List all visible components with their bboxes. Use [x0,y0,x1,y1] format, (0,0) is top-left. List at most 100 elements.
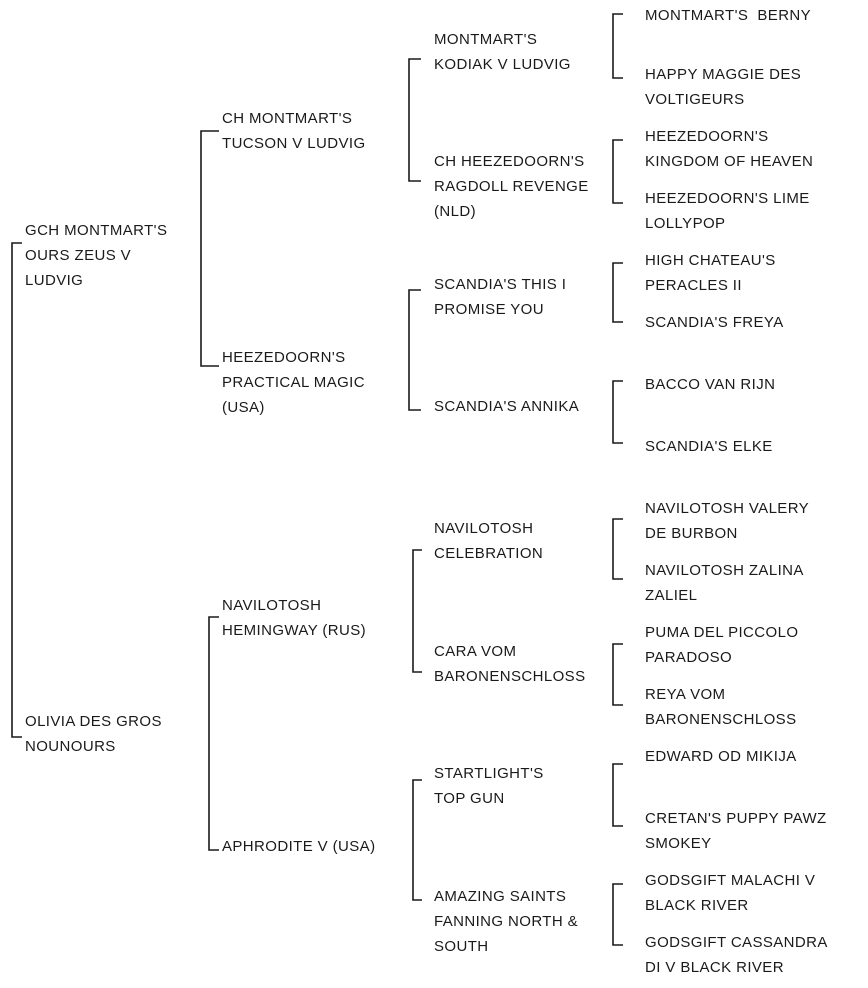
name-line: PROMISE YOU [434,301,544,318]
bracket-gen3-ss [408,58,421,182]
gen4-dsss-name: NAVILOTOSH VALERY DE BURBON [645,496,809,546]
name-line: BLACK RIVER [645,897,749,914]
gen4-sdss-name: HIGH CHATEAU'S PERACLES II [645,248,776,298]
name-line: ZALIEL [645,587,698,604]
name-line: SCANDIA'S THIS I [434,276,567,293]
gen4-sdsd-name: SCANDIA'S FREYA [645,310,784,335]
gen1-dam-name: OLIVIA DES GROS NOUNOURS [25,709,162,759]
name-line: FANNING NORTH & [434,913,579,930]
gen4-ssdd-name: HEEZEDOORN'S LIME LOLLYPOP [645,186,810,236]
name-line: BARONENSCHLOSS [434,668,586,685]
bracket-gen4-dds [612,763,623,827]
name-line: NAVILOTOSH VALERY [645,500,810,517]
name-line: CELEBRATION [434,545,544,562]
name-line: GCH MONTMART'S [25,222,168,239]
name-line: MONTMART'S [434,31,538,48]
name-line: RAGDOLL REVENGE [434,178,589,195]
name-line: CH MONTMART'S [222,110,353,127]
name-line: (USA) [222,399,265,416]
name-line: HEMINGWAY (RUS) [222,622,367,639]
name-line: NAVILOTOSH ZALINA [645,562,804,579]
gen4-ddsd-name: CRETAN'S PUPPY PAWZ SMOKEY [645,806,827,856]
name-line: SCANDIA'S ANNIKA [434,398,580,415]
name-line: CH HEEZEDOORN'S [434,153,585,170]
name-line: LOLLYPOP [645,215,726,232]
name-line: STARTLIGHT'S [434,765,544,782]
name-line: NAVILOTOSH [434,520,534,537]
name-line: HEEZEDOORN'S LIME [645,190,810,207]
bracket-gen2-dam [208,616,219,851]
gen3-sds-name: SCANDIA'S THIS I PROMISE YOU [434,272,566,322]
name-line: BACCO VAN RIJN [645,376,776,393]
bracket-gen3-dd [412,779,422,901]
name-line: GODSGIFT MALACHI V [645,872,816,889]
gen4-ssds-name: HEEZEDOORN'S KINGDOM OF HEAVEN [645,124,813,174]
name-line: DE BURBON [645,525,738,542]
gen2-ss-name: CH MONTMART'S TUCSON V LUDVIG [222,106,366,156]
name-line: OLIVIA DES GROS [25,713,162,730]
bracket-gen4-ssd [612,139,623,204]
gen2-sd-name: HEEZEDOORN'S PRACTICAL MAGIC (USA) [222,345,365,420]
bracket-gen1 [11,242,22,738]
gen4-sssd-name: HAPPY MAGGIE DES VOLTIGEURS [645,62,801,112]
name-line: LUDVIG [25,272,84,289]
name-line: HAPPY MAGGIE DES [645,66,802,83]
gen4-dddd-name: GODSGIFT CASSANDRA DI V BLACK RIVER [645,930,828,980]
bracket-gen4-sdd [612,380,623,444]
bracket-gen3-ds [412,549,422,673]
gen3-ssd-name: CH HEEZEDOORN'S RAGDOLL REVENGE (NLD) [434,149,589,224]
name-line: HEEZEDOORN'S [645,128,769,145]
gen3-dss-name: NAVILOTOSH CELEBRATION [434,516,543,566]
bracket-gen4-sds [612,262,623,323]
name-line: NOUNOURS [25,738,116,755]
name-line: SCANDIA'S FREYA [645,314,784,331]
bracket-gen2-sire [200,130,219,367]
name-line: SCANDIA'S ELKE [645,438,773,455]
bracket-gen4-dsd [612,643,623,706]
name-line: HIGH CHATEAU'S [645,252,776,269]
name-line: VOLTIGEURS [645,91,745,108]
name-line: PERACLES II [645,277,742,294]
gen4-ddss-name: EDWARD OD MIKIJA [645,744,797,769]
name-line: TOP GUN [434,790,505,807]
gen1-sire-name: GCH MONTMART'S OURS ZEUS V LUDVIG [25,218,167,293]
bracket-gen3-sd [408,289,421,411]
name-line: AMAZING SAINTS [434,888,567,905]
gen4-sdds-name: BACCO VAN RIJN [645,372,775,397]
name-line: CARA VOM [434,643,517,660]
name-line: PRACTICAL MAGIC [222,374,365,391]
gen3-dds-name: STARTLIGHT'S TOP GUN [434,761,544,811]
gen3-dsd-name: CARA VOM BARONENSCHLOSS [434,639,585,689]
name-line: REYA VOM [645,686,726,703]
gen2-ds-name: NAVILOTOSH HEMINGWAY (RUS) [222,593,366,643]
gen3-sdd-name: SCANDIA'S ANNIKA [434,394,579,419]
name-line: CRETAN'S PUPPY PAWZ [645,810,827,827]
gen4-dsds-name: PUMA DEL PICCOLO PARADOSO [645,620,798,670]
name-line: KINGDOM OF HEAVEN [645,153,814,170]
name-line: OURS ZEUS V [25,247,132,264]
name-line: SOUTH [434,938,489,955]
gen4-dsdd-name: REYA VOM BARONENSCHLOSS [645,682,796,732]
bracket-gen4-dss [612,518,623,580]
name-line: HEEZEDOORN'S [222,349,346,366]
name-line: GODSGIFT CASSANDRA [645,934,828,951]
name-line: NAVILOTOSH [222,597,322,614]
name-line: PUMA DEL PICCOLO [645,624,799,641]
name-line: KODIAK V LUDVIG [434,56,571,73]
name-line: PARADOSO [645,649,733,666]
name-line: BARONENSCHLOSS [645,711,797,728]
gen4-ddds-name: GODSGIFT MALACHI V BLACK RIVER [645,868,815,918]
name-line: (NLD) [434,203,476,220]
name-line: SMOKEY [645,835,712,852]
name-line: MONTMART'S BERNY [645,7,812,24]
gen4-dssd-name: NAVILOTOSH ZALINA ZALIEL [645,558,804,608]
gen3-sss-name: MONTMART'S KODIAK V LUDVIG [434,27,571,77]
name-line: TUCSON V LUDVIG [222,135,366,152]
gen3-ddd-name: AMAZING SAINTS FANNING NORTH & SOUTH [434,884,578,959]
gen2-dd-name: APHRODITE V (USA) [222,834,375,859]
name-line: APHRODITE V (USA) [222,838,376,855]
gen4-ssss-name: MONTMART'S BERNY [645,3,811,28]
bracket-gen4-sss [612,13,623,79]
